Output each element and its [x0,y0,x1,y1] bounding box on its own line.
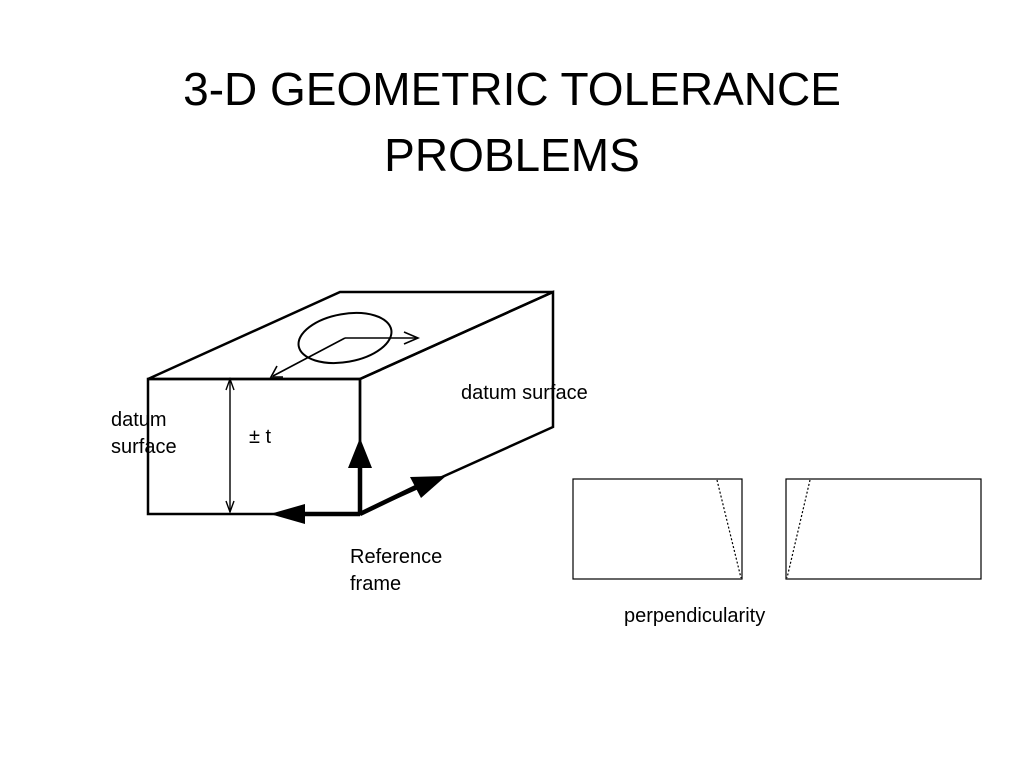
reference-frame-diagonal-axis [359,483,419,517]
hole-axis-left [272,337,346,377]
reference-frame-label-line2: frame [350,573,401,595]
perpendicularity-label: perpendicularity [624,605,765,627]
tolerance-arrowhead-bottom [225,500,235,515]
reference-frame-label-line1: Reference [350,546,442,568]
hole-axes [269,331,421,378]
datum-surface-top-label: datum surface [461,382,588,404]
hole-axis-right-arrowhead [403,331,421,345]
slide-title-line-1: 3-D GEOMETRIC TOLERANCE [183,63,841,115]
datum-surface-left-label-line2: surface [111,436,177,458]
tolerance-arrowhead-top [225,376,235,391]
tolerance-label: ± t [249,426,272,448]
slide-title: 3-D GEOMETRIC TOLERANCE PROBLEMS [112,56,912,188]
hole-ellipse [297,311,393,365]
block-top-face [147,290,554,381]
reference-frame [270,438,446,524]
tolerance-dimension [225,376,235,515]
perpendicularity-boxes [572,478,982,580]
perpendicularity-box-left [572,478,743,580]
slide-title-line-2: PROBLEMS [384,129,640,181]
reference-frame-horizontal-arrowhead [270,504,305,524]
perpendicularity-box-right [785,478,982,580]
reference-frame-vertical-arrowhead [348,438,372,468]
perpendicularity-dotted-left [716,479,742,579]
datum-surface-left-label-line1: datum [111,409,167,431]
perpendicularity-dotted-right [786,479,811,579]
reference-frame-diagonal-arrowhead [410,476,446,498]
hole-axis-left-arrowhead [269,365,283,378]
